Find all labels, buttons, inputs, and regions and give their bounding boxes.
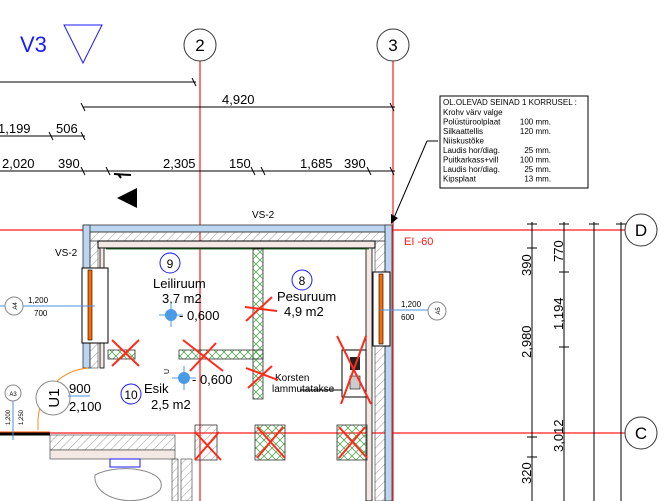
svg-text:10: 10 [124, 388, 138, 402]
svg-text:2,5 m2: 2,5 m2 [151, 397, 191, 412]
sink-outline [94, 468, 162, 501]
view-label: V3 [20, 32, 47, 57]
svg-text:600: 600 [401, 313, 415, 322]
svg-text:2: 2 [195, 36, 204, 55]
note-line-name: Niiskustõke [443, 137, 484, 146]
note-line-value: 25 mm. [524, 165, 551, 174]
note-line-value: 100 mm. [520, 156, 551, 165]
svg-text:- 0,600: - 0,600 [179, 308, 219, 323]
svg-text:Pesuruum: Pesuruum [277, 289, 336, 304]
svg-text:A3: A3 [9, 392, 17, 398]
faucet-icon [109, 458, 141, 468]
grid-axis-c: C [0, 416, 658, 450]
note-line-name: Laudis hor/diag. [443, 146, 500, 155]
note-line-value: 120 mm. [520, 127, 551, 136]
svg-text:2,020: 2,020 [2, 156, 35, 171]
dim-506: 506 [56, 121, 78, 136]
svg-text:Esik: Esik [144, 381, 169, 396]
note-line-name: Puitkarkass+vill [443, 156, 499, 165]
svg-text:OL.OLEVAD SEINAD 1 KORRUSEL :: OL.OLEVAD SEINAD 1 KORRUSEL : [443, 98, 577, 107]
svg-text:Korsten: Korsten [275, 373, 309, 384]
svg-text:4,9 m2: 4,9 m2 [284, 304, 324, 319]
svg-text:1,200: 1,200 [6, 409, 12, 425]
room-10: 10 Esik 2,5 m2 - 0,600 U [120, 366, 232, 412]
room-9: 9 Leiliruum 3,7 m2 - 0,600 [153, 252, 219, 327]
dimension-lines-top: 4,920 1,199 506 2,020 390 2,305 150 1,68… [0, 77, 395, 176]
grid-axis-3: 3 [376, 28, 410, 501]
svg-text:3,012: 3,012 [551, 419, 566, 452]
svg-text:3: 3 [388, 36, 397, 55]
wall-notes-box: OL.OLEVAD SEINAD 1 KORRUSEL : Krohv värv… [391, 95, 589, 224]
svg-text:700: 700 [34, 309, 48, 318]
note-line-name: Polüstüroolplaat [443, 118, 501, 127]
svg-text:U: U [164, 369, 171, 374]
svg-text:150: 150 [229, 156, 251, 171]
view-triangle-icon [63, 24, 103, 65]
svg-text:9: 9 [167, 257, 174, 271]
svg-text:8: 8 [299, 274, 306, 288]
section-mark-icon [113, 173, 132, 179]
dim-1199: 1,199 [0, 121, 31, 136]
svg-text:3,7 m2: 3,7 m2 [162, 291, 202, 306]
note-line-value: 25 mm. [524, 146, 551, 155]
svg-text:2,305: 2,305 [163, 156, 196, 171]
svg-text:C: C [635, 424, 647, 443]
door-u1[interactable]: U1 900 2,100 [35, 367, 102, 430]
note-line-value: 100 mm. [520, 118, 551, 127]
svg-text:1,200: 1,200 [401, 300, 422, 309]
note-line-name: Laudis hor/diag. [443, 165, 500, 174]
svg-text:- 0,600: - 0,600 [192, 372, 232, 387]
fire-rating-label: EI -60 [404, 236, 433, 248]
wall-label-top: VS-2 [252, 210, 275, 221]
dim-4920: 4,920 [222, 92, 255, 107]
svg-text:2,980: 2,980 [519, 325, 534, 358]
note-line-name: Krohv värv valge [443, 108, 503, 117]
svg-text:1,685: 1,685 [300, 156, 333, 171]
window-a4[interactable]: A4 1,200 700 [0, 267, 109, 344]
svg-text:U1: U1 [46, 388, 63, 407]
dimension-lines-right [527, 222, 626, 501]
svg-text:390: 390 [58, 156, 80, 171]
svg-text:390: 390 [344, 156, 366, 171]
window-a5[interactable]: A5 1,200 600 [372, 271, 447, 347]
svg-text:1,250: 1,250 [19, 409, 25, 425]
room-8: 8 Pesuruum 4,9 m2 [277, 269, 336, 319]
svg-text:1,200: 1,200 [28, 296, 49, 305]
svg-text:390: 390 [519, 254, 534, 276]
svg-text:2,100: 2,100 [69, 399, 102, 414]
svg-text:770: 770 [551, 240, 566, 262]
note-line-name: Silkaattellis [443, 127, 483, 136]
demolition-marks [111, 296, 372, 461]
note-line-name: Kipsplaat [443, 175, 477, 184]
direction-arrow-icon [117, 188, 137, 208]
svg-text:320: 320 [519, 462, 534, 484]
svg-text:1,194: 1,194 [551, 297, 566, 330]
svg-text:A4: A4 [13, 302, 19, 310]
svg-text:Leiliruum: Leiliruum [153, 276, 206, 291]
svg-text:A5: A5 [436, 307, 442, 315]
svg-text:D: D [635, 221, 647, 240]
wall-label-left: VS-2 [55, 248, 78, 259]
svg-text:lammutatakse: lammutatakse [272, 384, 335, 395]
svg-text:900: 900 [69, 381, 91, 396]
window-a3[interactable]: A3 1,200 1,250 [4, 384, 25, 440]
note-line-value: 13 mm. [524, 175, 551, 184]
